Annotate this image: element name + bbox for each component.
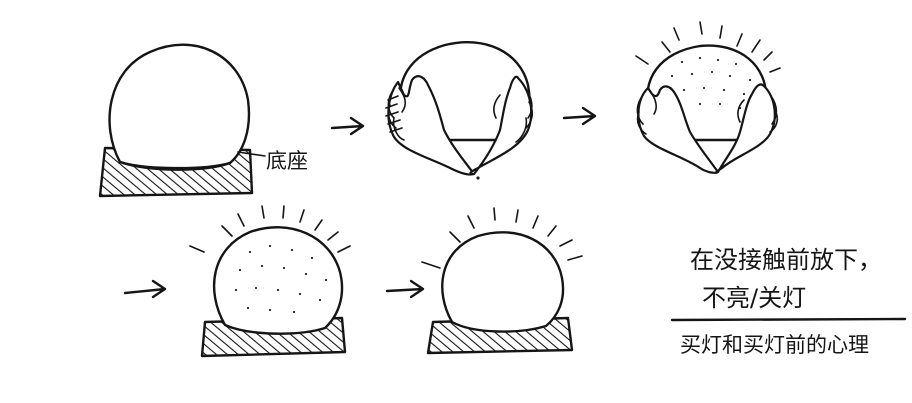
arrow-3 [123,279,167,299]
divider-line [670,317,907,322]
step-3-left-hand [637,85,720,174]
step-5-lamp-dome [441,231,565,333]
step-5-light-rays [421,207,583,269]
step-4-lamp-dome [212,226,344,335]
note-line-2: 不亮/关灯 [702,284,806,312]
base-label: 底座 [266,149,308,173]
step-5-lamp-on-base-lit [421,207,583,355]
arrow-2 [562,106,597,126]
caption-text: 买灯和买灯前的心理 [680,333,869,357]
step-1-lamp-dome [108,43,251,170]
step-4-lamp-on-base-lit [189,205,351,358]
note-line-1: 在没接触前放下， [690,246,882,274]
arrow-4 [385,279,425,299]
step-2-hands-on-lamp [385,40,534,180]
step-2-left-hand [387,75,476,176]
arrow-1 [330,116,365,136]
base-leader-line [237,151,266,157]
step-3-right-hand [714,83,776,174]
step-1-lamp-on-base [98,43,266,198]
step-2-right-hand [469,75,533,176]
step-4-glow-speckles [234,244,328,314]
step-3-light-rays [635,21,781,73]
step-4-light-rays [189,205,351,253]
step-3-hands-lamp-lit [635,21,781,174]
